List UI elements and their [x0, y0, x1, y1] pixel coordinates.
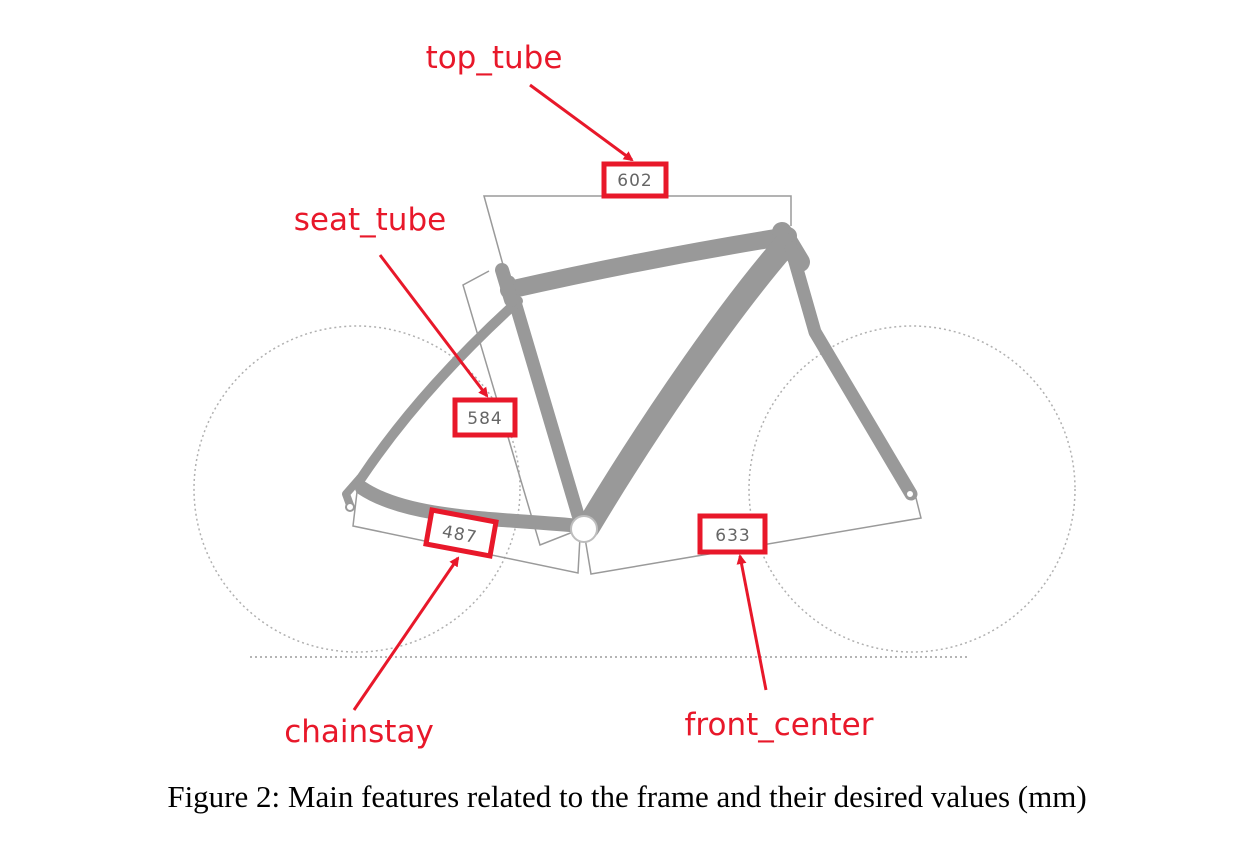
- top-tube: [500, 227, 797, 299]
- bottom-bracket: [570, 515, 598, 543]
- front-center-label: front_center: [685, 707, 874, 743]
- chainstay-value-box: 487: [423, 507, 499, 559]
- seat-tube-top: [495, 263, 518, 307]
- bike-frame: [342, 222, 918, 539]
- callout-arrows: [352, 83, 768, 711]
- top-tube-label: top_tube: [426, 40, 563, 76]
- seat-tube-arrow: [378, 254, 489, 398]
- top-tube-value: 602: [617, 171, 652, 191]
- seat-stay: [355, 296, 523, 485]
- figure-caption: Figure 2: Main features related to the f…: [167, 779, 1087, 814]
- rear-wheel: [193, 325, 521, 653]
- seat-tube-value-box: 584: [452, 397, 518, 438]
- seat-tube-label: seat_tube: [294, 202, 446, 238]
- fork-dropout: [905, 489, 915, 499]
- top-tube-value-box: 602: [601, 161, 669, 199]
- front-center-value-box: 633: [697, 513, 768, 555]
- down-tube: [576, 233, 797, 539]
- front-center-arrow: [736, 554, 768, 691]
- seat-tube: [502, 275, 585, 522]
- fork: [784, 241, 918, 501]
- chainstay-arrow: [352, 556, 460, 711]
- chainstay-label: chainstay: [284, 714, 434, 750]
- top-tube-arrow: [529, 83, 634, 162]
- rear-axle: [345, 502, 355, 512]
- rear-dropout: [342, 474, 364, 509]
- front-wheel: [748, 325, 1076, 653]
- seat-tube-value: 584: [467, 409, 502, 429]
- front-center-value: 633: [715, 526, 750, 546]
